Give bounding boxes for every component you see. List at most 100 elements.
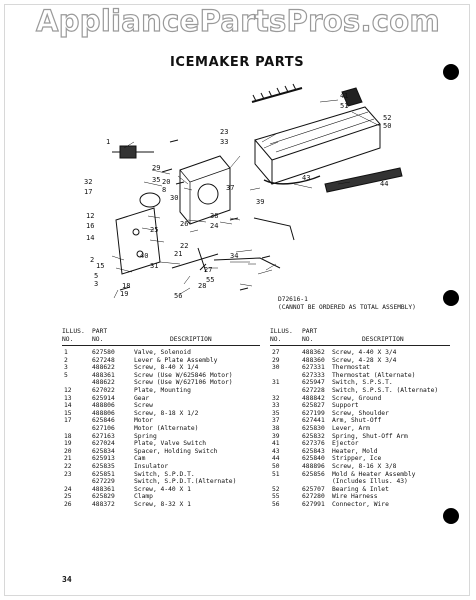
table-row: (Includes Illus. 43) <box>270 478 450 486</box>
cell-illus-no: 12 <box>64 386 72 394</box>
cell-part-no: 625947 <box>302 379 325 387</box>
cell-description: Screw, 4-28 X 3/4 <box>332 356 397 364</box>
page-title: ICEMAKER PARTS <box>170 55 305 70</box>
cell-description: Switch, S.P.D.T.(Alternate) <box>134 478 237 486</box>
cell-illus-no: 32 <box>272 394 280 402</box>
cell-illus-no: 38 <box>272 424 280 432</box>
cell-illus-no: 29 <box>272 356 280 364</box>
cell-part-no: 488896 <box>302 462 325 470</box>
cell-description: Screw (Use W/625846 Motor) <box>134 371 233 379</box>
table-row: 44 625840 Stripper, Ice <box>270 455 450 463</box>
cell-illus-no: 5 <box>64 371 68 379</box>
cell-part-no: 488806 <box>92 409 115 417</box>
cell-part-no: 488842 <box>302 394 325 402</box>
cell-description: Screw, 4-40 X 1 <box>134 485 191 493</box>
callout: 30 <box>170 194 178 202</box>
cell-part-no: 627022 <box>92 386 115 394</box>
cell-description: Spring <box>134 432 157 440</box>
cell-illus-no: 30 <box>272 364 280 372</box>
cell-part-no: 625829 <box>92 493 115 501</box>
callout: 31 <box>150 262 158 270</box>
callout: 29 <box>152 164 160 172</box>
cell-description: Support <box>332 402 359 410</box>
cell-part-no: 625827 <box>302 402 325 410</box>
cell-description: Mold & Heater Assembly <box>332 470 416 478</box>
cell-part-no: 625851 <box>92 470 115 478</box>
cell-part-no: 488806 <box>92 402 115 410</box>
cell-part-no: 627441 <box>302 417 325 425</box>
callout: 56 <box>174 292 182 300</box>
cell-part-no: 627991 <box>302 500 325 508</box>
callout: 27 <box>204 266 212 274</box>
cell-description: Motor <box>134 417 153 425</box>
cell-part-no: 488622 <box>92 379 115 387</box>
cell-illus-no: 2 <box>64 356 68 364</box>
cell-illus-no: 52 <box>272 485 280 493</box>
callout: 2 <box>90 256 94 264</box>
cell-description: Stripper, Ice <box>332 455 382 463</box>
callout: 26 <box>180 220 188 228</box>
callout: 16 <box>86 222 94 230</box>
cell-illus-no: 3 <box>64 364 68 372</box>
callout: 34 <box>230 252 238 260</box>
cell-description: Spring, Shut-Off Arm <box>332 432 408 440</box>
cell-part-no: 627199 <box>302 409 325 417</box>
cell-description: Screw, Shoulder <box>332 409 389 417</box>
cell-part-no: 627163 <box>92 432 115 440</box>
cell-description: Gear <box>134 394 150 402</box>
header-part: PART <box>302 328 318 335</box>
cell-illus-no: 56 <box>272 500 280 508</box>
cell-part-no: 625707 <box>302 485 325 493</box>
cell-description: Screw, 8-32 X 1 <box>134 500 191 508</box>
cell-part-no: 625843 <box>302 447 325 455</box>
callout: 43 <box>302 174 310 182</box>
watermark-text: AppliancePartsPros.com <box>35 3 441 38</box>
callout: 25 <box>150 226 158 234</box>
callout: 33 <box>220 138 228 146</box>
cell-illus-no: 25 <box>64 493 72 501</box>
cell-description: Screw (Use W/627106 Motor) <box>134 379 233 387</box>
callout: 28 <box>198 282 206 290</box>
cell-illus-no: 1 <box>64 349 68 356</box>
cell-description: Ejector <box>332 440 359 448</box>
diagram-caption-note: (CANNOT BE ORDERED AS TOTAL ASSEMBLY) <box>278 304 416 311</box>
cell-part-no: 488622 <box>92 364 115 372</box>
header-part-no: NO. <box>92 336 104 343</box>
cell-illus-no: 44 <box>272 455 280 463</box>
table-header: ILLUS. NO. PART NO. DESCRIPTION <box>270 328 450 346</box>
callout: 3 <box>94 280 98 288</box>
cell-description: Plate, Mounting <box>134 386 191 394</box>
header-description: DESCRIPTION <box>170 336 212 343</box>
cell-part-no: 627228 <box>302 386 325 394</box>
callout: 19 <box>120 290 128 298</box>
cell-description: Arm, Shut-Off <box>332 417 382 425</box>
cell-description: Cam <box>134 455 146 463</box>
cell-part-no: 627580 <box>92 349 115 356</box>
callout: 5 <box>94 272 98 280</box>
callout: 24 <box>210 222 218 230</box>
cell-part-no: 627248 <box>92 356 115 364</box>
cell-description: Switch, S.P.D.T. <box>134 470 195 478</box>
cell-description: Insulator <box>134 462 169 470</box>
cell-illus-no: 55 <box>272 493 280 501</box>
cell-illus-no: 41 <box>272 440 280 448</box>
cell-part-no: 625840 <box>302 455 325 463</box>
